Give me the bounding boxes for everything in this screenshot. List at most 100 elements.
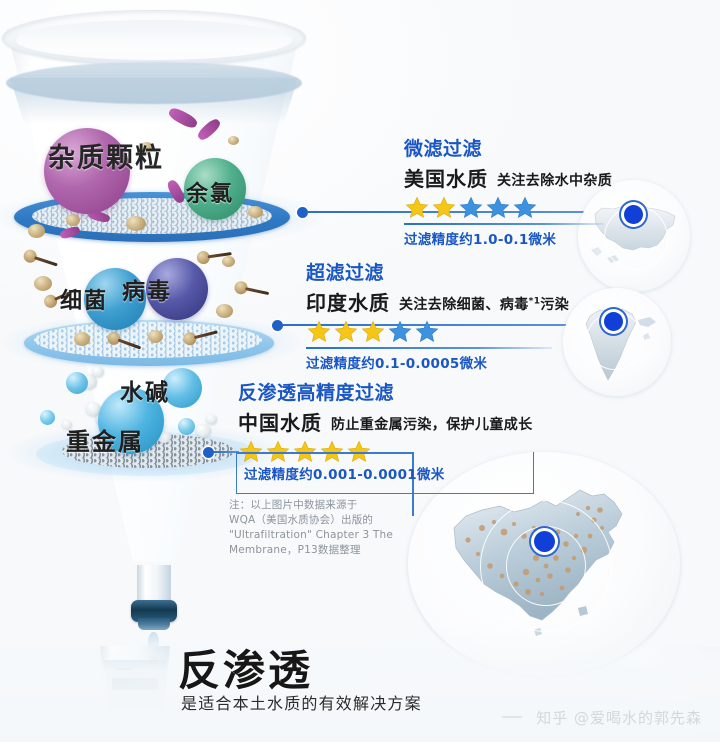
bubble-residual-chlorine <box>184 158 246 220</box>
connector-line-microfiltration <box>307 211 595 213</box>
connector-line-reverse-osmosis <box>213 451 239 453</box>
connector-dot-ultrafiltration <box>272 320 283 331</box>
scale-granule <box>158 432 170 443</box>
label-virus: 病毒 <box>122 279 172 305</box>
particle-cyst <box>228 136 239 145</box>
star-icon-empty <box>459 196 483 218</box>
rating-stars-microfiltration <box>404 195 704 221</box>
connector-elbow-china <box>412 452 414 516</box>
stage-desc-microfiltration: 关注去除水中杂质 <box>497 173 613 189</box>
stage-desc-tail: 污染 <box>540 297 570 313</box>
star-icon-empty <box>486 196 510 218</box>
stage-block-reverse-osmosis: 反渗透高精度过滤 中国水质 防止重金属污染，保护儿童成长 <box>238 378 578 465</box>
star-icon-filled <box>307 320 331 342</box>
star-icon-filled <box>320 440 344 462</box>
bubble-small <box>178 418 195 435</box>
connector-dot-reverse-osmosis <box>203 447 214 458</box>
particle-cyst <box>248 206 263 218</box>
accuracy-ultrafiltration: 过滤精度约0.1-0.0005微米 <box>306 347 636 372</box>
stage-title-microfiltration: 微滤过滤 <box>404 138 483 160</box>
funnel-rim-inner <box>16 20 292 60</box>
particle-cyst <box>216 304 233 318</box>
stage-country-ultrafiltration: 印度水质 <box>306 291 390 315</box>
stage-country-microfiltration: 美国水质 <box>404 167 488 191</box>
star-icon-empty <box>388 320 412 342</box>
stage-desc-reverse-osmosis: 防止重金属污染，保护儿童成长 <box>331 417 533 433</box>
stage-country-reverse-osmosis: 中国水质 <box>238 411 322 435</box>
funnel-water-body <box>10 78 298 124</box>
particle-cyst <box>140 142 153 153</box>
bubble-water-scale <box>162 368 202 408</box>
map-marker-usa <box>624 205 643 224</box>
rating-stars-reverse-osmosis <box>238 439 578 465</box>
accuracy-text-reverse-osmosis: 过滤精度约0.001-0.0001微米 <box>244 467 445 483</box>
particle-cyst <box>148 330 163 343</box>
scale-granule <box>206 414 217 424</box>
funnel-graphic <box>0 0 324 720</box>
particle-cyst <box>34 276 52 291</box>
scale-granule <box>92 366 104 377</box>
bubble-bacteria <box>84 268 146 330</box>
accuracy-box-top-reverse-osmosis <box>236 452 414 454</box>
map-marker-india <box>604 312 623 331</box>
watermark-separator <box>502 716 522 718</box>
stage-block-microfiltration: 微滤过滤 美国水质 关注去除水中杂质 过滤精度约1.0-0.1微米 <box>404 134 704 248</box>
label-heavy-metals: 重金属 <box>66 428 144 456</box>
star-icon-filled <box>239 440 263 462</box>
brand-band <box>0 624 720 742</box>
stage-desc-superscript: *1 <box>528 296 541 307</box>
star-icon-filled <box>405 196 429 218</box>
label-water-scale: 水碱 <box>120 380 170 406</box>
map-marker-china <box>534 531 555 552</box>
accuracy-rule <box>306 347 552 349</box>
bubble-virus <box>146 258 208 320</box>
accuracy-microfiltration: 过滤精度约1.0-0.1微米 <box>404 223 704 248</box>
footnote-line: "Ultrafiltration" Chapter 3 The <box>229 529 394 541</box>
membrane-mesh-2 <box>34 322 262 358</box>
star-icon-filled <box>334 320 358 342</box>
scale-granule <box>196 424 211 437</box>
stage-title-reverse-osmosis: 反渗透高精度过滤 <box>238 382 395 404</box>
accuracy-rule <box>404 223 604 225</box>
star-icon-filled <box>432 196 456 218</box>
bubble-heavy-metals <box>98 388 164 454</box>
brand-title: 反渗透 <box>178 646 314 695</box>
particle-cyst <box>74 332 90 346</box>
bubble-impurity-particles <box>44 128 130 214</box>
star-icon-filled <box>293 440 317 462</box>
scale-granule <box>62 420 72 429</box>
footnote-line: Membrane，P13数据整理 <box>229 544 361 556</box>
accuracy-text-ultrafiltration: 过滤精度约0.1-0.0005微米 <box>306 356 488 372</box>
stage-title-ultrafiltration: 超滤过滤 <box>306 262 385 284</box>
accuracy-box-reverse-osmosis <box>236 452 534 494</box>
bubble-small <box>66 372 88 394</box>
connector-line-ultrafiltration <box>282 324 582 326</box>
stage-desc-main: 关注去除细菌、病毒 <box>399 297 529 313</box>
star-icon-filled <box>347 440 371 462</box>
star-icon-filled <box>361 320 385 342</box>
map-ring-china-inner <box>506 526 586 606</box>
particle-cyst <box>28 224 45 238</box>
scale-granule <box>86 402 101 416</box>
brand-subtitle: 是适合本土水质的有效解决方案 <box>181 694 422 713</box>
rating-stars-ultrafiltration <box>306 319 636 345</box>
footnote-block: 注：以上图片中数据来源于 WQA（美国水质协会）出版的 "Ultrafiltra… <box>229 498 419 558</box>
particle-cyst <box>66 214 80 226</box>
particle-cyst <box>222 256 235 267</box>
zhihu-watermark: 知乎 @爱喝水的郭先森 <box>536 709 702 727</box>
label-bacteria: 细菌 <box>60 289 109 314</box>
star-icon-filled <box>266 440 290 462</box>
connector-dot-microfiltration <box>297 207 308 218</box>
label-residual-chlorine: 余氯 <box>186 182 235 207</box>
label-impurity-particles: 杂质颗粒 <box>48 143 164 174</box>
star-icon-empty <box>513 196 537 218</box>
footnote-line: WQA（美国水质协会）出版的 <box>229 514 374 526</box>
accuracy-text-microfiltration: 过滤精度约1.0-0.1微米 <box>404 232 557 248</box>
particle-cyst <box>126 216 146 231</box>
star-icon-empty <box>415 320 439 342</box>
stage-block-ultrafiltration: 超滤过滤 印度水质 关注去除细菌、病毒*1污染 过滤精度约0.1-0.0005微… <box>306 258 636 372</box>
faucet-cap <box>131 600 177 622</box>
footnote-line: 注：以上图片中数据来源于 <box>229 499 358 511</box>
bubble-small <box>40 410 55 425</box>
